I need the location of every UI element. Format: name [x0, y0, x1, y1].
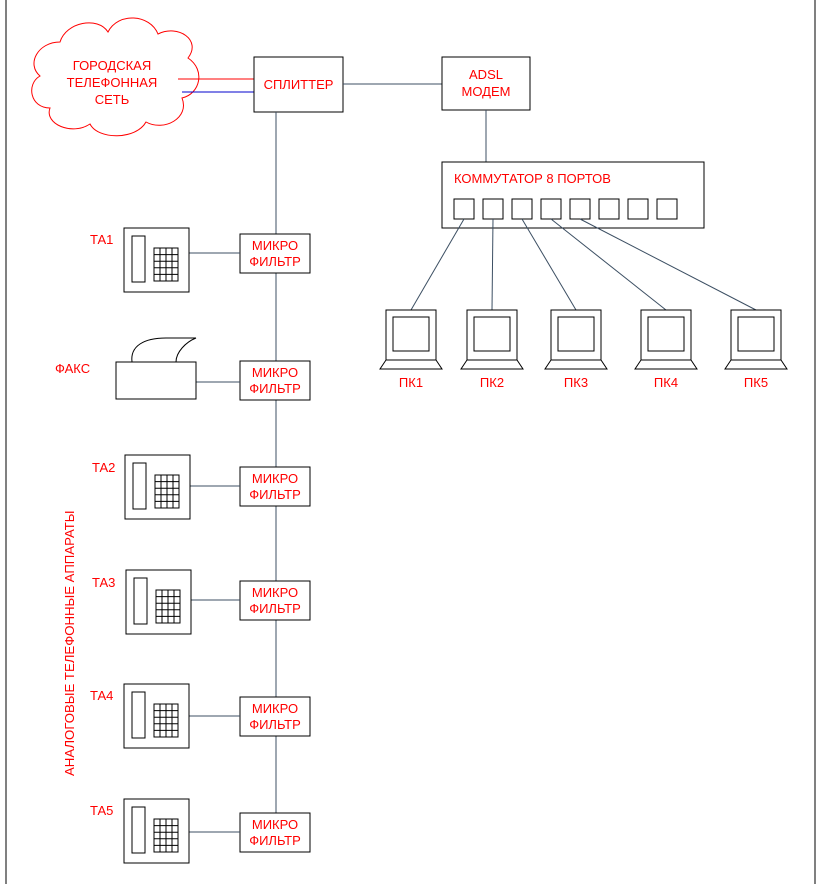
- pc-label: ПК3: [564, 375, 588, 390]
- filter-label-line2: ФИЛЬТР: [249, 717, 301, 732]
- network-switch: КОММУТАТОР 8 ПОРТОВ: [441, 161, 705, 229]
- switch-port: [540, 198, 562, 220]
- filter-label-line1: МИКРО: [252, 471, 298, 486]
- telephone-label: ТА3: [92, 575, 115, 590]
- telephone-icon: ТА4: [90, 683, 240, 749]
- pc-computer-icon: ПК4: [634, 309, 698, 390]
- pc-computer-icon: ПК2: [460, 309, 524, 390]
- modem-label-line1: ADSL: [469, 67, 503, 82]
- pc-computer-icon: ПК1: [379, 309, 443, 390]
- telephone-label: ТА1: [90, 232, 113, 247]
- switch-port: [627, 198, 649, 220]
- switch-label: КОММУТАТОР 8 ПОРТОВ: [454, 171, 611, 186]
- filter-group: МИКРОФИЛЬТРМИКРОФИЛЬТРМИКРОФИЛЬТРМИКРОФИ…: [239, 233, 311, 853]
- analog-phones-caption: АНАЛОГОВЫЕ ТЕЛЕФОННЫЕ АППАРАТЫ: [62, 511, 77, 776]
- filter-label-line1: МИКРО: [252, 365, 298, 380]
- filter-label-line1: МИКРО: [252, 585, 298, 600]
- cloud-label-line3: СЕТЬ: [95, 92, 130, 107]
- pc-label: ПК5: [744, 375, 768, 390]
- pc-link: [521, 218, 577, 311]
- pc-link: [579, 218, 757, 311]
- city-telephone-network-cloud: ГОРОДСКАЯ ТЕЛЕФОННАЯ СЕТЬ: [31, 17, 200, 137]
- filter-label-line1: МИКРО: [252, 701, 298, 716]
- telephone-label: ТА5: [90, 803, 113, 818]
- pc-computer-icon: ПК3: [544, 309, 608, 390]
- cloud-label-line2: ТЕЛЕФОННАЯ: [67, 75, 158, 90]
- filter-label-line2: ФИЛЬТР: [249, 254, 301, 269]
- switch-port: [598, 198, 620, 220]
- filter-label-line1: МИКРО: [252, 238, 298, 253]
- telephone-icon: ТА2: [92, 454, 240, 520]
- switch-port: [656, 198, 678, 220]
- adsl-modem: ADSL МОДЕМ: [441, 56, 531, 111]
- telephone-label: ТА4: [90, 688, 113, 703]
- pc-label: ПК2: [480, 375, 504, 390]
- filter-label-line2: ФИЛЬТР: [249, 487, 301, 502]
- fax-label: ФАКС: [55, 361, 90, 376]
- pc-group: ПК1 ПК2 ПК3 ПК4 ПК5: [379, 309, 788, 390]
- filter-label-line1: МИКРО: [252, 817, 298, 832]
- switch-port: [482, 198, 504, 220]
- pc-link: [550, 218, 667, 311]
- switch-port: [511, 198, 533, 220]
- filter-label-line2: ФИЛЬТР: [249, 601, 301, 616]
- telephone-icon: ТА1: [90, 227, 240, 293]
- pc-links: [410, 218, 757, 311]
- switch-port: [453, 198, 475, 220]
- telephone-icon: ТА3: [92, 569, 240, 635]
- telephone-icon: ТА5: [90, 798, 240, 864]
- pc-label: ПК4: [654, 375, 678, 390]
- splitter-label: СПЛИТТЕР: [264, 77, 334, 92]
- pc-computer-icon: ПК5: [724, 309, 788, 390]
- cloud-label-line1: ГОРОДСКАЯ: [73, 58, 151, 73]
- pc-label: ПК1: [399, 375, 423, 390]
- telephone-label: ТА2: [92, 460, 115, 475]
- splitter: СПЛИТТЕР: [253, 56, 344, 113]
- filter-label-line2: ФИЛЬТР: [249, 381, 301, 396]
- pc-link: [410, 218, 465, 311]
- switch-port: [569, 198, 591, 220]
- switch-ports: [453, 198, 678, 220]
- pc-link: [491, 218, 494, 311]
- fax-icon: ФАКС: [55, 337, 240, 400]
- filter-label-line2: ФИЛЬТР: [249, 833, 301, 848]
- modem-label-line2: МОДЕМ: [462, 84, 511, 99]
